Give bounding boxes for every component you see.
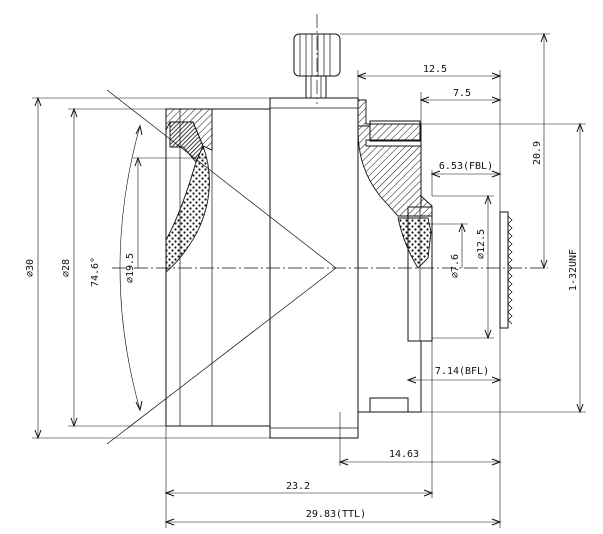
label-thread: 1-32UNF (568, 249, 579, 291)
label-bfl: 7.14(BFL) (435, 366, 489, 377)
diameter-dims (32, 96, 270, 440)
arrows-thread (576, 122, 584, 414)
arrows-mid (338, 458, 502, 466)
arrows-knob (540, 32, 548, 270)
rear-glass (397, 217, 432, 269)
label-dia-mount-bore: ⌀12.5 (476, 229, 487, 259)
dimension-labels: ⌀30 ⌀28 74.6° ⌀19.5 ⌀12.5 ⌀7.6 1-32UNF 2… (25, 64, 579, 520)
label-knob-height: 20.9 (532, 141, 543, 165)
label-mid-length: 14.63 (389, 449, 419, 460)
label-dia-rear-glass: ⌀7.6 (450, 254, 461, 278)
mount-flange-bottom (369, 397, 409, 413)
arc-arrow-top (135, 124, 143, 136)
label-ttl: 29.83(TTL) (306, 509, 366, 520)
length-dims (164, 70, 502, 528)
label-dia-front-glass: ⌀19.5 (125, 253, 136, 283)
rear-housing-hatch (357, 99, 433, 217)
front-glass (165, 144, 210, 273)
label-dia-barrel: ⌀28 (61, 259, 72, 277)
label-fbl: 6.53(FBL) (439, 161, 493, 172)
label-mount-length-top: 12.5 (423, 64, 447, 75)
field-rays (106, 89, 337, 445)
arrows-ttl (164, 518, 502, 526)
arrows-fbl (430, 170, 502, 178)
arrows-bore (484, 194, 492, 340)
field-angle-arc (119, 125, 141, 411)
label-dia-outer: ⌀30 (25, 259, 36, 277)
arrows-body (164, 489, 434, 497)
thread-body (499, 211, 509, 329)
right-dims (340, 32, 586, 414)
ray-upper (106, 89, 337, 269)
arrow-rear-glass (458, 222, 466, 233)
arc-arrow-bottom (135, 400, 143, 412)
arrows-mount-inner (419, 96, 502, 104)
front-barrel (165, 108, 271, 427)
label-body-length: 23.2 (286, 481, 310, 492)
focus-knob (293, 14, 341, 104)
arrow-front-glass (134, 156, 142, 167)
front-housing-hatch (165, 108, 213, 151)
arrows-barrel (70, 107, 78, 428)
arrows-mount-top (356, 72, 502, 80)
ray-lower (106, 267, 337, 445)
label-field-angle: 74.6° (90, 257, 101, 287)
thread-teeth (507, 215, 513, 325)
arrows-bfl (406, 376, 502, 384)
arrows-outer (34, 96, 42, 440)
label-mount-length-inner: 7.5 (453, 88, 471, 99)
rear-thread (499, 211, 513, 329)
section-cut (165, 99, 433, 273)
knob-stem (305, 75, 327, 99)
